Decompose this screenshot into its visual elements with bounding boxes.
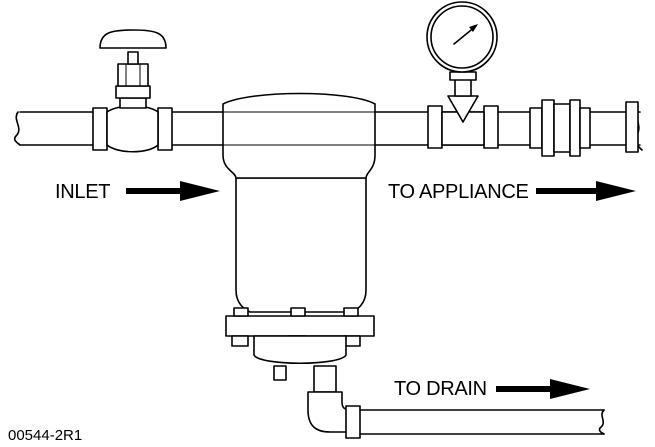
drain-pipe: [307, 365, 605, 439]
to-drain-label: TO DRAIN: [394, 378, 487, 400]
inlet-label: INLET: [55, 181, 111, 203]
gauge-tee: [427, 71, 499, 149]
pipe-end-fitting: [625, 101, 639, 153]
pipe-union: [529, 99, 591, 157]
to-appliance-label: TO APPLIANCE: [388, 181, 529, 203]
drain-arrow-icon: [496, 379, 590, 399]
appliance-arrow-icon: [536, 181, 636, 201]
figure-code: 00544-2R1: [8, 427, 83, 444]
separator-body: [222, 92, 376, 313]
globe-valve: [92, 29, 173, 153]
inlet-arrow-icon: [126, 181, 220, 201]
pressure-gauge-icon: [426, 1, 498, 73]
bottom-flange: [225, 307, 375, 381]
